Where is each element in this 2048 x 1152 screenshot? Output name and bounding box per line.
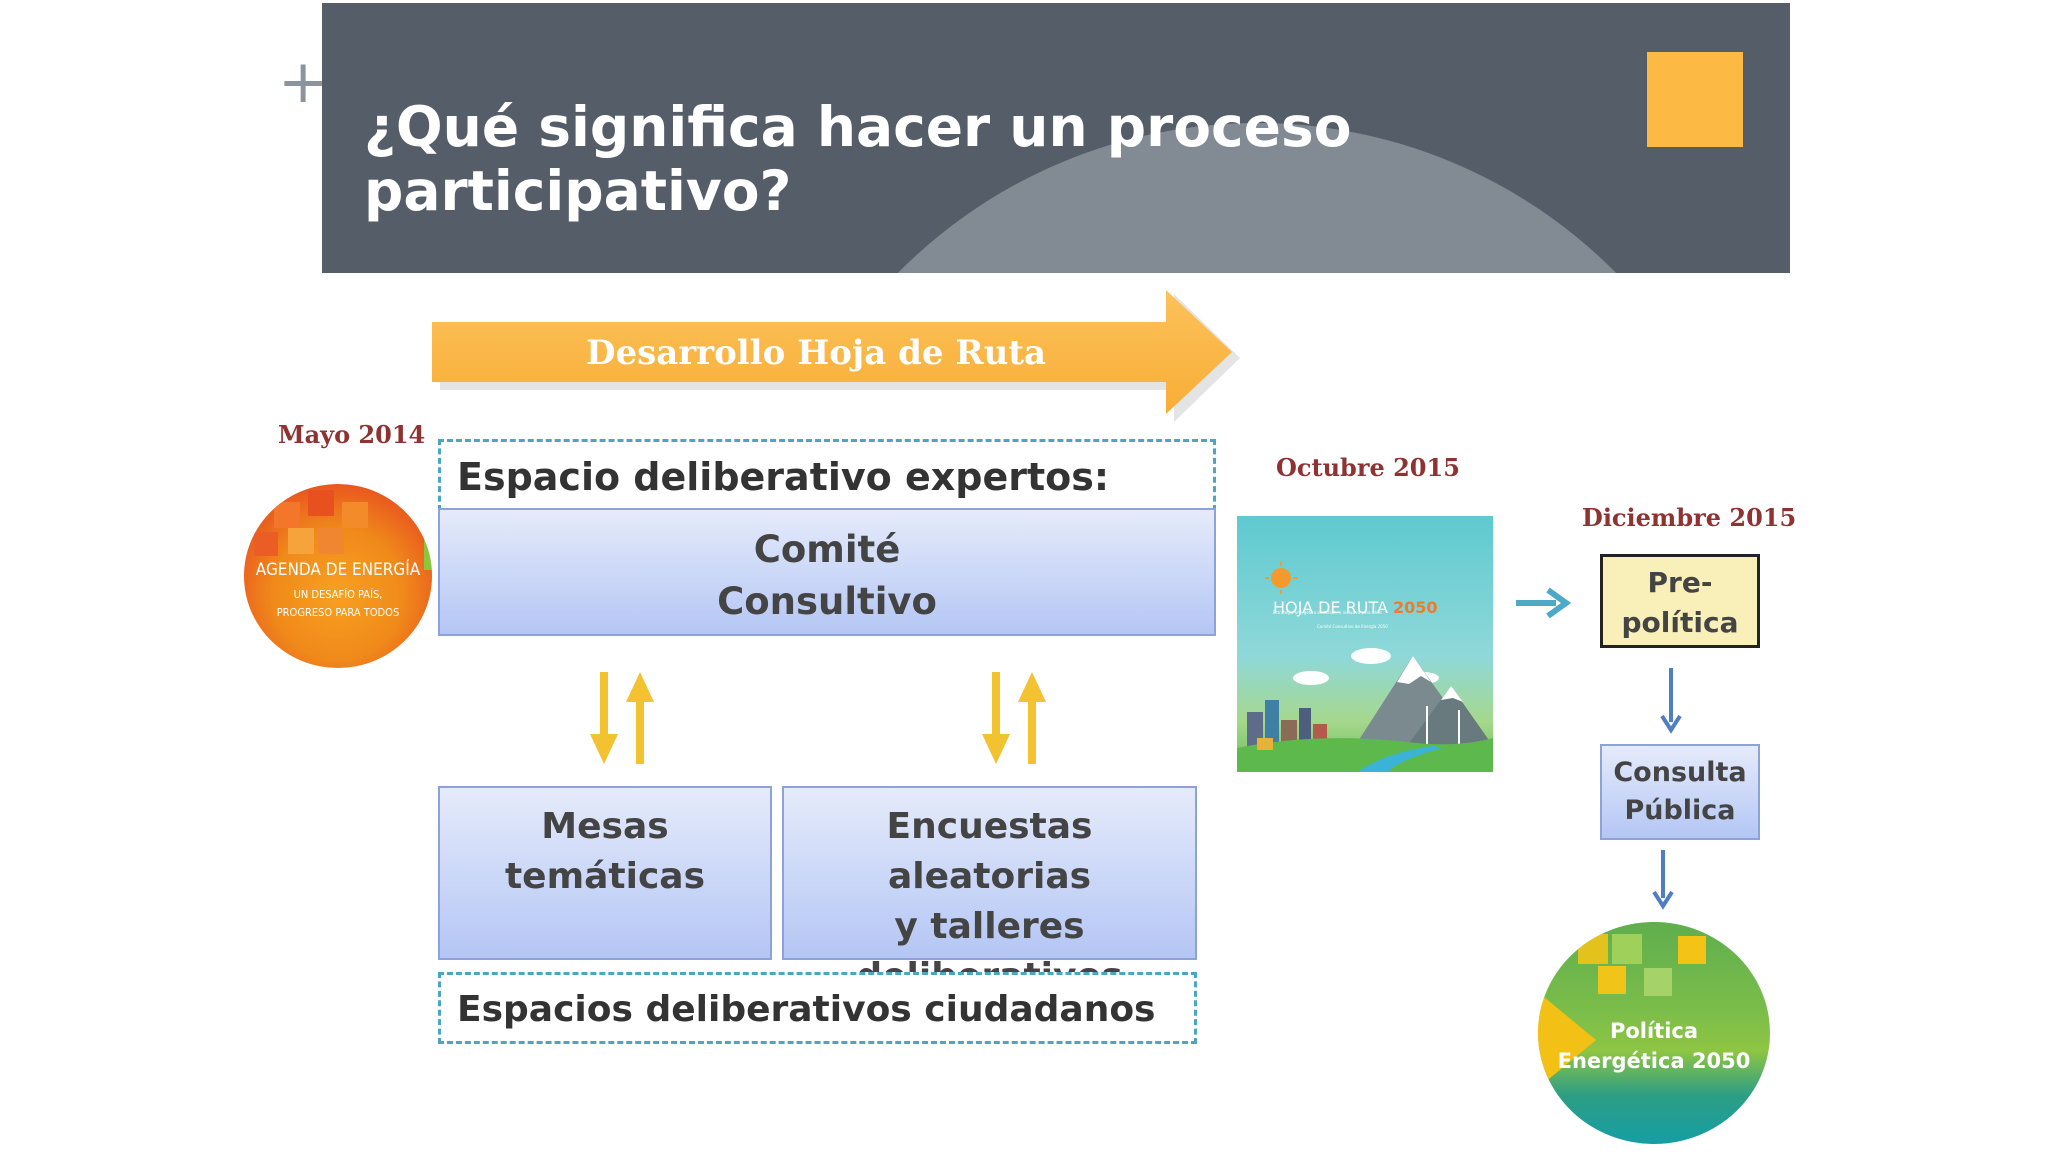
- date-may-2014: Mayo 2014: [278, 420, 426, 449]
- politica-energetica-logo: Política Energética 2050: [1538, 922, 1770, 1144]
- consulta-line-1: Consulta: [1613, 757, 1747, 788]
- poster-title: HOJA DE RUTA: [1273, 598, 1388, 617]
- politica-line-2: Energética 2050: [1557, 1049, 1751, 1073]
- bidirectional-arrow-left: [590, 672, 654, 764]
- comite-consultivo-box: Comité Consultivo: [438, 508, 1216, 636]
- poster-illustration: Estrategia energética sostenible e inclu…: [1237, 562, 1493, 772]
- consulta-publica-box: Consulta Pública: [1600, 744, 1760, 840]
- pre-politica-box: Pre- política: [1600, 554, 1760, 648]
- title-banner: ¿Qué significa hacer un proceso particip…: [322, 3, 1790, 273]
- citizen-space-label-box: Espacios deliberativos ciudadanos: [438, 972, 1197, 1044]
- arrow-down-to-consulta: [1660, 668, 1682, 734]
- arrow-to-prepolitica: [1516, 587, 1572, 619]
- comite-line-1: Comité: [753, 528, 901, 571]
- roadmap-arrow-label: Desarrollo Hoja de Ruta: [585, 333, 1047, 373]
- politica-line-1: Política: [1609, 1019, 1699, 1043]
- agenda-logo-title: AGENDA DE ENERGÍA: [255, 560, 421, 580]
- plus-icon: +: [278, 47, 329, 117]
- page-title: ¿Qué significa hacer un proceso particip…: [364, 95, 1352, 223]
- mesas-tematicas-box: Mesas temáticas: [438, 786, 772, 960]
- arrow-down-to-politica: [1652, 850, 1674, 910]
- accent-square: [1647, 52, 1743, 147]
- pre-politica-line-2: política: [1621, 606, 1739, 639]
- roadmap-arrow-shape: [432, 290, 1240, 422]
- expert-space-label-box: Espacio deliberativo expertos:: [438, 439, 1216, 511]
- encuestas-talleres-box: Encuestas aleatorias y talleres delibera…: [782, 786, 1197, 997]
- poster-year: 2050: [1393, 598, 1438, 617]
- consulta-line-2: Pública: [1624, 795, 1736, 826]
- svg-text:Comité Consultivo de Energía 2: Comité Consultivo de Energía 2050: [1317, 624, 1388, 629]
- svg-text:Estrategia energética sostenib: Estrategia energética sostenible e inclu…: [1273, 610, 1382, 615]
- bidirectional-arrow-right: [982, 672, 1046, 764]
- pre-politica-line-1: Pre-: [1647, 566, 1713, 599]
- date-december-2015: Diciembre 2015: [1582, 503, 1797, 532]
- agenda-energia-logo: AGENDA DE ENERGÍA UN DESAFÍO PAÍS, PROGR…: [244, 484, 432, 668]
- comite-line-2: Consultivo: [717, 580, 937, 623]
- encuestas-line-1: Encuestas aleatorias: [886, 806, 1093, 897]
- agenda-logo-subtitle-2: PROGRESO PARA TODOS: [276, 606, 400, 619]
- politica-logo-pixels: [1538, 934, 1706, 1088]
- agenda-logo-pixels: [254, 490, 432, 570]
- encuestas-line-2: y talleres: [894, 906, 1085, 947]
- hoja-de-ruta-poster: Estrategia energética sostenible e inclu…: [1237, 516, 1493, 772]
- agenda-logo-subtitle-1: UN DESAFÍO PAÍS,: [293, 588, 383, 601]
- date-october-2015: Octubre 2015: [1276, 453, 1460, 482]
